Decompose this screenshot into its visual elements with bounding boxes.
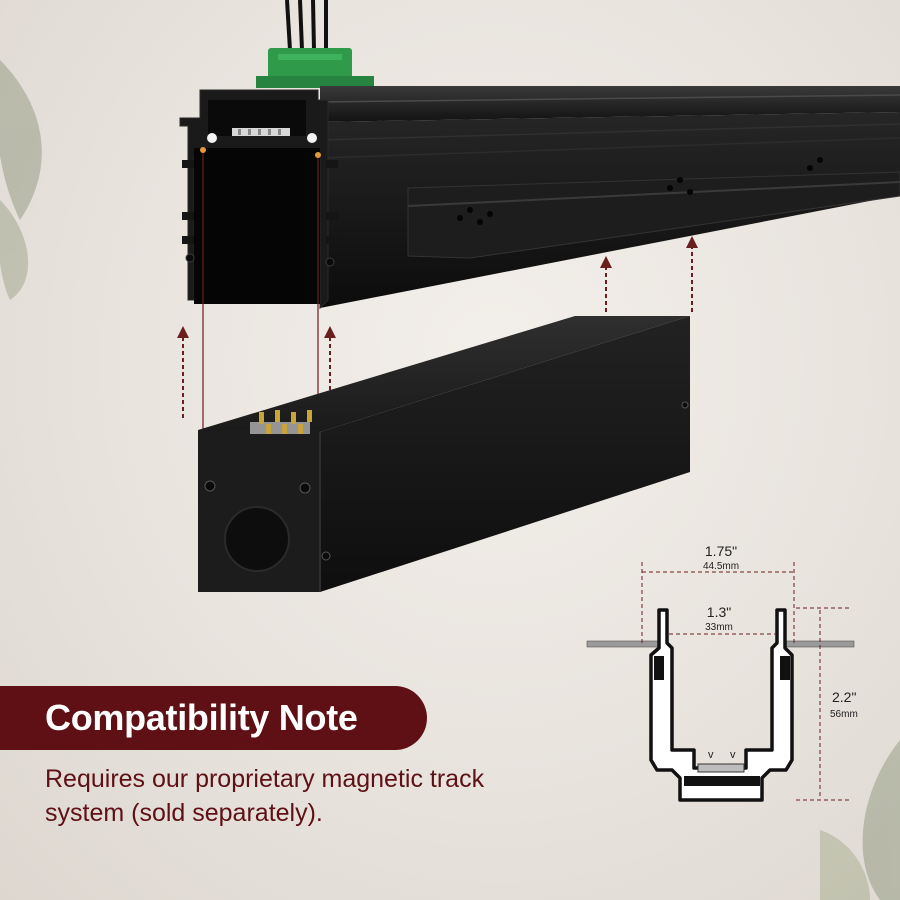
outer-width-inches: 1.75" <box>705 543 737 559</box>
compatibility-note-body: Requires our proprietary magnetic track … <box>45 765 485 827</box>
leaf-decoration-right <box>820 740 900 900</box>
inner-width-mm: 33mm <box>705 622 733 633</box>
leaf-decoration-left <box>0 60 42 300</box>
outer-width-mm: 44.5mm <box>703 561 739 572</box>
pin-mark-left: v <box>708 749 714 761</box>
magnetic-track-icon <box>179 86 900 310</box>
height-inches: 2.2" <box>832 689 856 705</box>
height-mm: 56mm <box>830 709 858 720</box>
compatibility-note-title: Compatibility Note <box>45 697 358 738</box>
linear-light-fixture-icon <box>198 316 690 592</box>
pin-mark-right: v <box>730 749 736 761</box>
inner-width-inches: 1.3" <box>707 604 731 620</box>
cross-section-diagram <box>586 562 855 802</box>
pin-markers: v v <box>708 749 736 761</box>
power-connector-icon <box>256 0 374 88</box>
alignment-guides <box>202 153 319 432</box>
compatibility-note-banner: Compatibility Note <box>0 686 427 750</box>
